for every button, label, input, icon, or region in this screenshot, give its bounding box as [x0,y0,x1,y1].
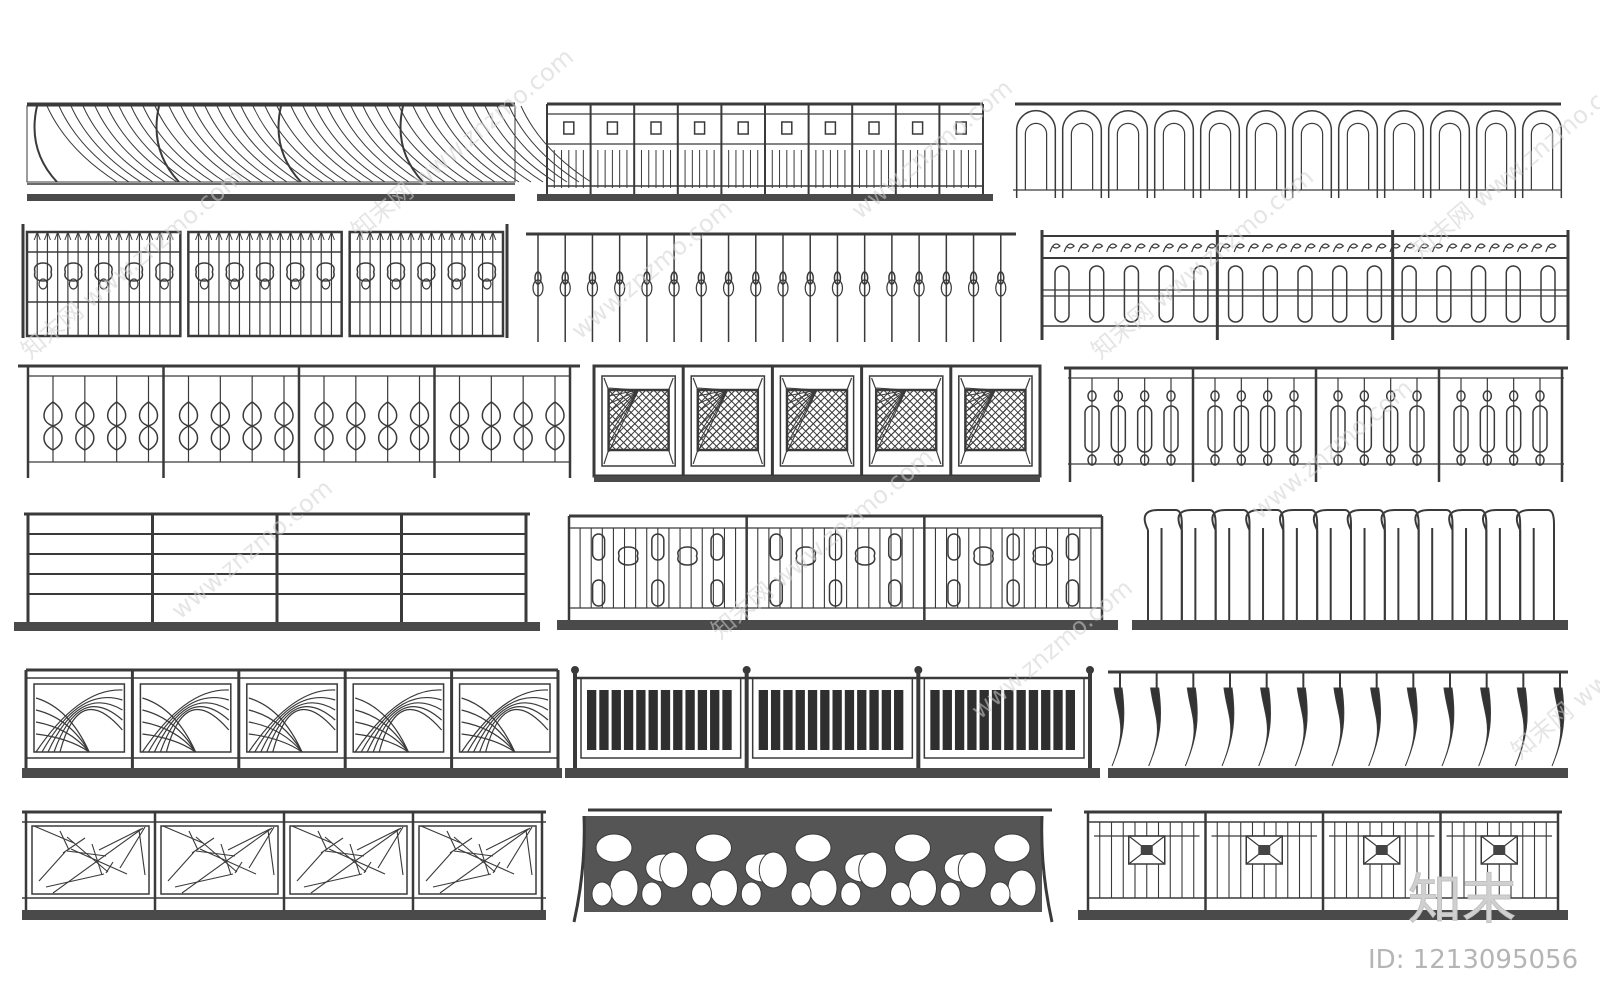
railing-horizontal-rods [14,512,540,631]
railing-medallion-pickets [557,514,1118,630]
railing-arched-pickets [1013,102,1563,198]
railing-organic-cutout [572,808,1054,923]
railing-lattice-squares [592,364,1042,482]
railing-solid-slat-panels [565,666,1100,778]
railing-scroll-gate-spikes [21,224,509,338]
railing-scroll-balusters [18,364,580,478]
railing-swirl-panels [26,102,592,201]
railing-square-medallion-pickets [537,102,993,201]
watermark-text: www.znzmo.com [566,194,738,345]
railing-shattered-glass-grid [22,810,546,920]
watermark-text: 知末网 www.znzmo.com [1406,63,1600,265]
id-label: ID: 1213095056 [1368,945,1578,975]
railing-oval-ring-balusters [1064,366,1568,482]
watermark-text: www.znzmo.com [846,74,1018,225]
railing-twisted-basket-balusters [526,232,1016,342]
watermark-text: www.znzmo.com [966,574,1138,725]
watermark-text: 知末网 www.znzmo.com [706,443,939,645]
railing-horn-balusters [1108,670,1568,778]
logo-text: 知末 [1408,868,1516,931]
watermark-text: 知末网 www.znzmo.com [16,163,249,365]
railing-fan-arcs [22,668,562,778]
watermark-text: 知末网 www.znzmo.com [1086,163,1319,365]
railing-diamond-motif-grid [1078,810,1568,920]
watermark-text: www.znzmo.com [166,474,338,625]
railing-hook-top-pickets [1132,509,1568,630]
brand-logo: 知末 [1408,868,1517,932]
watermark-text: 知末网 www.znzmo.com [346,43,579,245]
railing-wave-scroll-oval-rings [1040,230,1570,340]
